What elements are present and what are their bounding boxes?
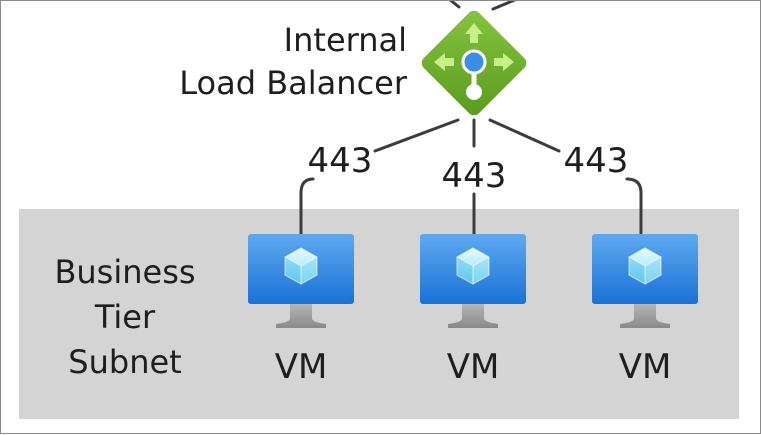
subnet-label-line2: Tier: [94, 298, 156, 336]
incoming-connectors: [449, 1, 517, 11]
load-balancer-label-line1: Internal: [284, 21, 407, 59]
subnet-label-line3: Subnet: [68, 343, 181, 381]
connector-right-lower: [625, 177, 643, 237]
load-balancer-label-line2: Load Balancer: [179, 64, 408, 102]
port-label-right: 443: [564, 141, 629, 181]
vm-node-3: VM: [592, 234, 698, 387]
vm-label: VM: [275, 347, 328, 387]
incoming-connector-right: [491, 1, 517, 11]
port-label-center: 443: [442, 156, 507, 196]
vm-connectors: [299, 118, 643, 237]
vm-label: VM: [619, 347, 672, 387]
incoming-connector-left: [449, 1, 461, 9]
load-balancer-icon: [421, 10, 527, 116]
vm-node-1: VM: [248, 234, 354, 387]
connector-left-lower: [299, 177, 315, 237]
vm-node-2: VM: [420, 234, 526, 387]
connector-left-upper: [373, 118, 460, 153]
connector-right-upper: [488, 118, 561, 153]
vm-label: VM: [447, 347, 500, 387]
subnet-label-line1: Business: [54, 253, 195, 291]
port-label-left: 443: [308, 141, 373, 181]
